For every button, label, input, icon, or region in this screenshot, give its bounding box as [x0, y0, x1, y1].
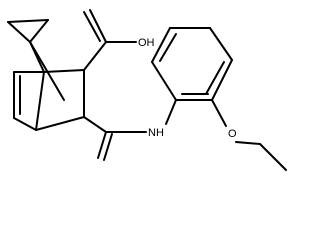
- ether-o-label: O: [228, 128, 237, 140]
- ethoxy-group: O: [211, 99, 287, 171]
- acid-oh-label: OH: [138, 37, 155, 49]
- chemical-structure-diagram: OH NH O: [7, 9, 287, 171]
- amide-nh-label: NH: [148, 127, 164, 139]
- aromatic-double-bond-2: [205, 61, 225, 95]
- molecule-svg: OH NH O: [7, 9, 287, 171]
- benzene-ring: [151, 27, 233, 101]
- amide-carbonyl-double-bond: [103, 133, 113, 161]
- carboxylic-acid-group: OH: [83, 9, 155, 71]
- aromatic-double-bond-1: [159, 33, 177, 62]
- amide-group: NH: [83, 99, 177, 161]
- acid-carbonyl-double-bond: [83, 11, 101, 42]
- cyclopropane-ring: [7, 19, 49, 43]
- norbornene-framework: [13, 41, 85, 131]
